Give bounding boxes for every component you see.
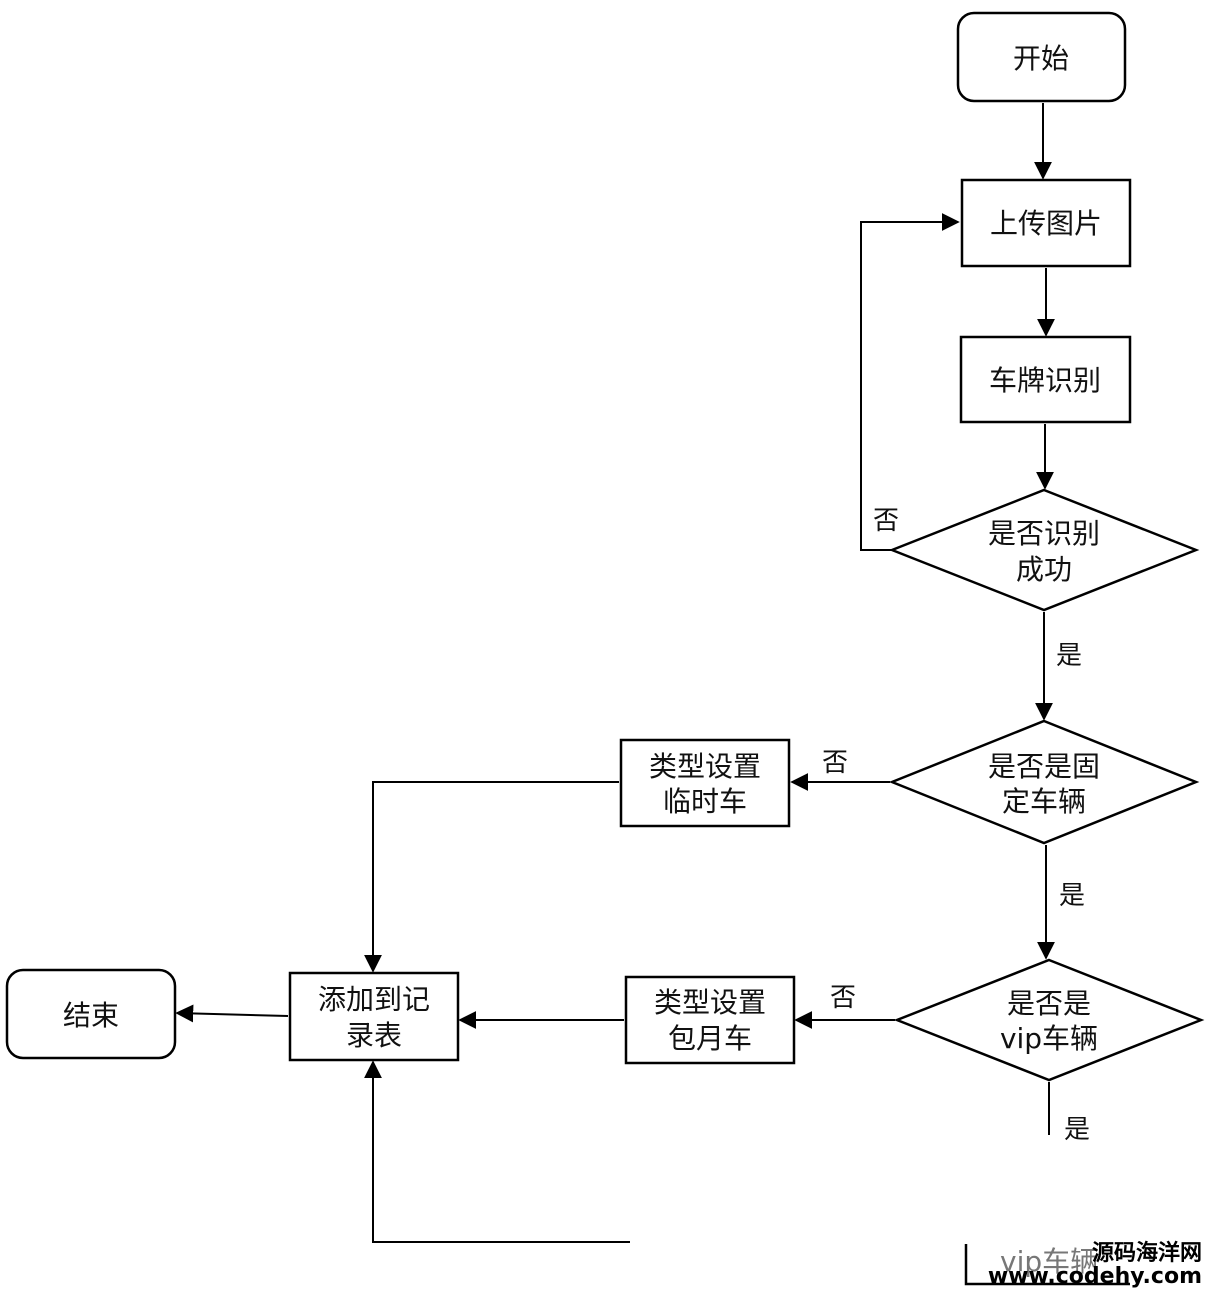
edge-label-success-no: 否 [873, 506, 899, 536]
fixed-label-1: 是否是固 [988, 750, 1100, 783]
edge-add-end [175, 1004, 289, 1023]
monthly-node: 类型设置 包月车 [624, 975, 796, 1065]
recognize-label: 车牌识别 [989, 364, 1101, 397]
watermark-line2: www.codehy.com [987, 1263, 1202, 1289]
watermark: 源码海洋网 www.codehy.com [988, 1242, 1202, 1288]
vip-partial-label: vip车辆 [1000, 1245, 1098, 1278]
recognize-node: 车牌识别 [959, 335, 1132, 424]
add-node: 添加到记 录表 [288, 971, 460, 1062]
monthly-label-2: 包月车 [668, 1022, 752, 1055]
vip-partial-node: vip车辆 [964, 1244, 1130, 1286]
temp-node: 类型设置 临时车 [619, 738, 791, 828]
upload-label: 上传图片 [990, 207, 1102, 240]
start-node: 开始 [956, 11, 1127, 103]
vip-label-2: vip车辆 [1000, 1022, 1098, 1055]
fixed-decision: 是否是固 定车辆 [888, 719, 1200, 845]
success-label-1: 是否识别 [988, 517, 1100, 550]
end-node: 结束 [5, 968, 177, 1060]
add-label-2: 录表 [346, 1019, 402, 1052]
edge-label-fixed-yes: 是 [1059, 881, 1085, 911]
vip-label-1: 是否是 [1007, 987, 1091, 1020]
temp-label-2: 临时车 [663, 785, 747, 818]
start-label: 开始 [1013, 42, 1069, 75]
success-label-2: 成功 [1016, 553, 1072, 586]
edge-label-vip-yes: 是 [1064, 1115, 1090, 1145]
edge-bottom-add [364, 1060, 630, 1243]
temp-label-1: 类型设置 [649, 750, 761, 783]
add-label-1: 添加到记 [318, 983, 430, 1016]
edge-label-success-yes: 是 [1056, 641, 1082, 671]
success-decision: 是否识别 成功 [888, 488, 1200, 612]
edge-label-fixed-no: 否 [822, 748, 848, 778]
edge-temp-add [364, 781, 619, 973]
watermark-line1: 源码海洋网 [1091, 1240, 1202, 1266]
fixed-label-2: 定车辆 [1002, 785, 1086, 818]
monthly-label-1: 类型设置 [654, 986, 766, 1019]
upload-node: 上传图片 [960, 178, 1132, 268]
edge-label-vip-no: 否 [830, 983, 856, 1013]
vip-decision: 是否是 vip车辆 [893, 958, 1205, 1082]
end-label: 结束 [63, 999, 119, 1032]
edge-success-no-loop [860, 213, 960, 551]
